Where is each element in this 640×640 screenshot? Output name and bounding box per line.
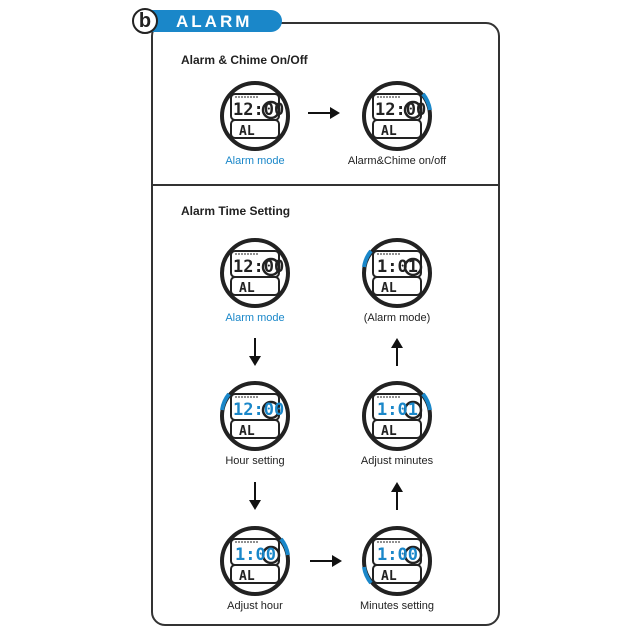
- watch-sub-display: AL: [381, 424, 397, 439]
- watch-sub-display: AL: [381, 281, 397, 296]
- watch-display: 12:00: [233, 257, 284, 277]
- watch-display: 12:00: [233, 100, 284, 120]
- watch-minutes-setting: 1:00 AL: [361, 525, 433, 597]
- caption-alarm-mode-2: Alarm mode: [225, 312, 285, 324]
- watch-sub-display: AL: [239, 569, 255, 584]
- caption-hour-setting: Hour setting: [225, 455, 285, 467]
- section-title-bar: [146, 10, 282, 32]
- watch-hour-setting: 12:00 AL: [219, 380, 291, 452]
- watch-display: 1:00: [377, 545, 418, 565]
- section-title: ALARM: [176, 12, 253, 31]
- alarm-time-heading: Alarm Time Setting: [181, 204, 291, 218]
- arrow-right-icon: [308, 107, 340, 119]
- caption-adjust-hour: Adjust hour: [227, 600, 283, 612]
- arrow-right-icon-2: [310, 555, 342, 567]
- watch-display: 12:00: [375, 100, 426, 120]
- section-letter-badge: b: [132, 8, 158, 34]
- chime-heading: Alarm & Chime On/Off: [181, 53, 308, 67]
- watch-display: 1:01: [377, 257, 418, 277]
- watch-display: 1:01: [377, 400, 418, 420]
- section-divider: [151, 184, 500, 186]
- watch-sub-display: AL: [381, 569, 397, 584]
- watch-sub-display: AL: [239, 281, 255, 296]
- watch-alarm-mode-return: 1:01 AL: [361, 237, 433, 309]
- section-tab: b ALARM: [132, 8, 282, 34]
- watch-adjust-hour: 1:00 AL: [219, 525, 291, 597]
- watch-display: 12:00: [233, 400, 284, 420]
- arrow-up-icon-2: [391, 338, 403, 366]
- arrow-up-icon: [391, 482, 403, 510]
- watch-chime-toggle: 12:00 AL: [361, 80, 433, 152]
- watch-sub-display: AL: [239, 124, 255, 139]
- watch-alarm-mode: 12:00 AL: [219, 80, 291, 152]
- caption-alarm-mode-return: (Alarm mode): [363, 312, 431, 324]
- watch-sub-display: AL: [381, 124, 397, 139]
- caption-adjust-minutes: Adjust minutes: [360, 455, 434, 467]
- caption-minutes-setting: Minutes setting: [360, 600, 434, 612]
- caption-alarm-mode: Alarm mode: [225, 155, 285, 167]
- watch-alarm-mode-2: 12:00 AL: [219, 237, 291, 309]
- alarm-section-frame: [151, 22, 500, 626]
- watch-adjust-minutes: 1:01 AL: [361, 380, 433, 452]
- arrow-down-icon: [249, 338, 261, 366]
- arrow-down-icon-2: [249, 482, 261, 510]
- watch-display: 1:00: [235, 545, 276, 565]
- watch-sub-display: AL: [239, 424, 255, 439]
- caption-chime-toggle: Alarm&Chime on/off: [347, 155, 447, 167]
